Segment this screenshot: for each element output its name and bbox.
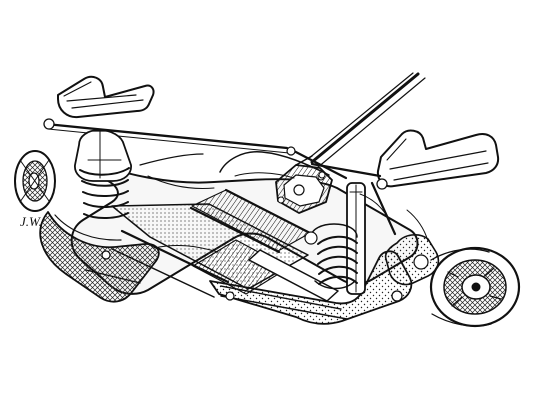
- front-crossmember: [39, 211, 160, 303]
- artist-signature: J.W.: [20, 214, 42, 229]
- left-spring-damper: [74, 129, 132, 219]
- left-upper-control-arm: [57, 75, 155, 119]
- left-brake-drum: [14, 150, 56, 212]
- fasteners: [43, 118, 403, 302]
- steering-column: [307, 72, 426, 169]
- right-brake-drum: [429, 246, 521, 328]
- outline-details: [139, 153, 429, 253]
- right-spring-damper: [310, 182, 366, 295]
- right-steering-knuckle: [384, 234, 440, 286]
